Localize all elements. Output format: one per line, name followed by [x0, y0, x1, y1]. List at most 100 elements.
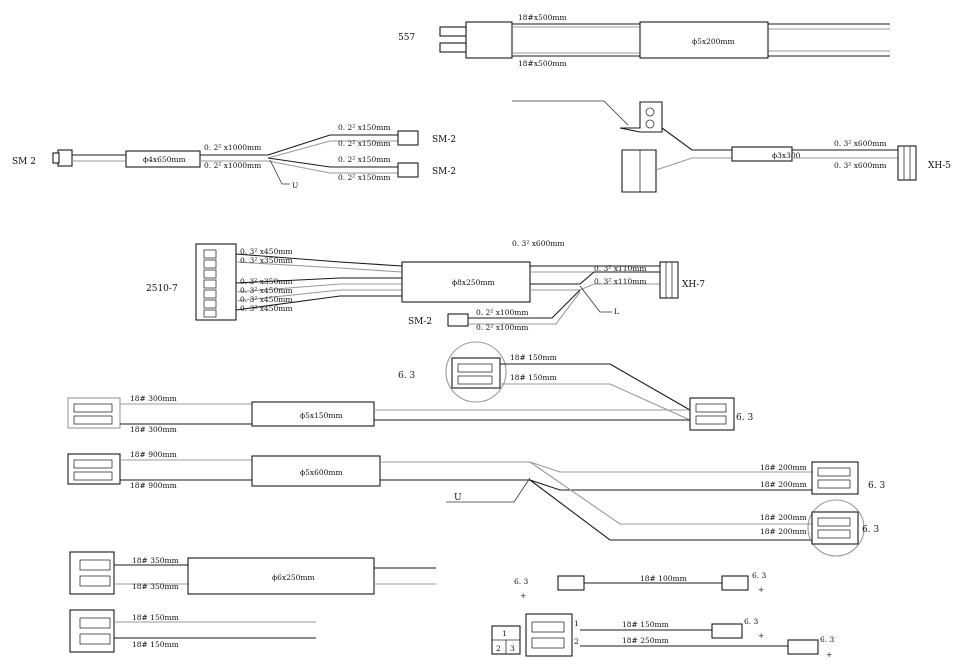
wire-label: 0. 3² x110mm [594, 277, 646, 286]
harness-2510-7: 2510-7 0. 3² x450mm 0. 3² x350mm 0. 3² x… [146, 239, 705, 332]
connector-label: SM 2 [12, 157, 36, 167]
wire-label: 18# 350mm [132, 556, 179, 565]
wire-label: 0. 3² x600mm [834, 161, 886, 170]
harness-sm2: SM 2 ϕ4x650mm 0. 2² x1000mm 0. 2² x1000m… [12, 123, 456, 190]
sleeve-label: ϕ5x600mm [300, 468, 343, 477]
terminal-housing [689, 397, 735, 431]
terminal-label: 6. 3 [868, 481, 885, 491]
wire-label: 0. 3² x110mm [594, 264, 646, 273]
wire-label: 18# 300mm [130, 394, 177, 403]
terminal-label: 6. 3 [862, 525, 879, 535]
xh5-connector [897, 145, 917, 181]
split-mark: U [454, 493, 462, 503]
wire-label: 0. 3² x450mm [240, 286, 292, 295]
sleeve [251, 455, 381, 487]
harness-g: 18# 350mm 18# 350mm ϕ6x250mm [69, 551, 436, 595]
connector-label: SM-2 [432, 135, 456, 145]
sleeve [125, 150, 201, 168]
insulated-terminal [721, 575, 749, 591]
wire-label: 0. 2² x150mm [338, 123, 390, 132]
harness-id-label: 557 [398, 33, 415, 43]
connector-pin [439, 42, 467, 53]
pin-number: 1 [574, 619, 579, 628]
svg-text:+: + [758, 585, 764, 594]
sleeve-label: ϕ8x250mm [452, 278, 495, 287]
terminal-label: 6. 3 [752, 571, 767, 580]
harness-i: 6. 3 + 18# 100mm 6. 3 + [514, 571, 767, 600]
sleeve [639, 21, 769, 59]
sm2-connector [57, 149, 73, 167]
sleeve-label: ϕ3x300 [772, 151, 801, 160]
wire-label: 0. 2² x1000mm [204, 143, 261, 152]
harness-j: 1 2 3 1 2 18# 150mm 18# 250mm 6. 3 + 6. … [491, 613, 835, 659]
wire-label: 18# 900mm [130, 481, 177, 490]
wire-label: 18#x500mm [518, 13, 567, 22]
harness-h: 18# 150mm 18# 150mm [69, 609, 316, 653]
sm2-connector [397, 162, 419, 178]
wire-label: 18# 900mm [130, 450, 177, 459]
harness-557: 557 18#x500mm 18#x500mm ϕ5x200mm [398, 13, 890, 68]
svg-text:+: + [520, 591, 526, 600]
wire-label: 18#x500mm [518, 59, 567, 68]
split-mark: L [614, 307, 619, 316]
connector-label: SM-2 [432, 167, 456, 177]
wire-label: 18# 150mm [510, 353, 557, 362]
terminal-label: 6. 3 [744, 617, 759, 626]
wire-label: 0. 2² x100mm [476, 308, 528, 317]
split-mark: U [292, 181, 298, 190]
sm2-connector [397, 130, 419, 146]
wire-label: 18# 150mm [510, 373, 557, 382]
wire-label: 0. 2² x1000mm [204, 161, 261, 170]
sleeve [251, 401, 375, 427]
wire-label: 0. 2² x100mm [476, 323, 528, 332]
terminal-housing [525, 613, 573, 657]
wire-label: 0. 3² x600mm [512, 239, 564, 248]
wire-label: 18# 300mm [130, 425, 177, 434]
wire-label: 18# 150mm [132, 613, 179, 622]
terminal-housing [451, 357, 501, 389]
harness-xh5: ϕ3x300 0. 3² x600mm 0. 3² x600mm XH-5 [512, 100, 951, 193]
xh7-connector [659, 261, 679, 299]
terminal-housing [811, 511, 859, 545]
detail-circle [807, 499, 865, 557]
terminal-housing [69, 551, 115, 595]
connector-label: SM-2 [408, 317, 432, 327]
wire-label: 0. 2² x150mm [338, 155, 390, 164]
terminal-housing [69, 609, 115, 653]
insulated-terminal [711, 623, 743, 639]
sleeve [187, 557, 375, 595]
wire-label: 0. 3² x350mm [240, 256, 292, 265]
sleeve [731, 146, 793, 162]
pin-number: 1 [502, 629, 507, 638]
pin-number: 2 [496, 644, 501, 653]
wire-label: 18# 250mm [622, 636, 669, 645]
connector-label: XH-5 [928, 161, 951, 171]
connector-latch [52, 152, 60, 164]
wire-label: 18# 200mm [760, 527, 807, 536]
wire-label: 18# 100mm [640, 574, 687, 583]
wire-label: 18# 150mm [622, 620, 669, 629]
harness-e: 6. 3 18# 150mm 18# 150mm 18# 300mm 18# 3… [67, 341, 753, 434]
wire-label: 0. 3² x600mm [834, 139, 886, 148]
detail-circle [445, 341, 507, 403]
terminal-label: 6. 3 [398, 371, 415, 381]
svg-text:+: + [826, 650, 832, 659]
sleeve [401, 261, 531, 303]
harness-f: 18# 900mm 18# 900mm ϕ5x600mm 18# 200mm 1… [67, 450, 885, 557]
connector-pin [439, 26, 467, 37]
terminal-housing [67, 453, 121, 485]
wire-label: 18# 200mm [760, 463, 807, 472]
terminal-label: 6. 3 [820, 635, 835, 644]
sm2-connector [447, 313, 469, 327]
wire-label: 0. 3² x450mm [240, 247, 292, 256]
wire-label: 0. 3² x450mm [240, 304, 292, 313]
connector-label: 2510-7 [146, 284, 178, 294]
connector-label: XH-7 [682, 280, 705, 290]
svg-text:+: + [758, 631, 764, 640]
wire-label: 18# 200mm [760, 480, 807, 489]
wire-label: 18# 150mm [132, 640, 179, 649]
insulated-terminal [787, 639, 819, 655]
terminal-label: 6. 3 [514, 577, 529, 586]
terminal-label: 6. 3 [736, 413, 753, 423]
